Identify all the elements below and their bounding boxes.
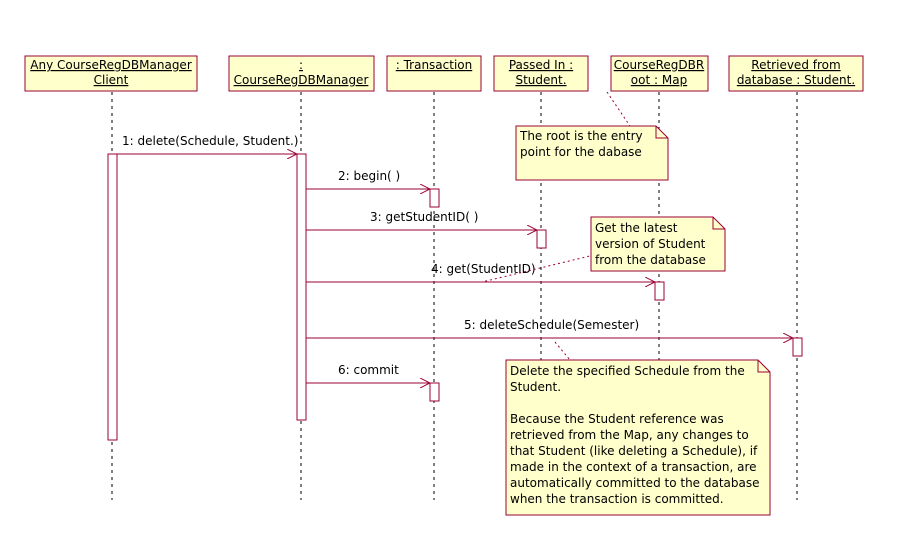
delete-note-line1: Delete the specified Schedule from the: [510, 364, 745, 378]
participant-manager-line2: CourseRegDBManager: [234, 73, 369, 87]
activation-root-map: [654, 281, 665, 301]
activation-manager: [296, 153, 307, 421]
message-5-label: 5: deleteSchedule(Semester): [464, 318, 639, 332]
participant-retrieved-student-line2: database : Student.: [737, 73, 855, 87]
message-1: 1: delete(Schedule, Student.): [117, 134, 298, 154]
latest-note-line1: Get the latest: [595, 221, 678, 235]
latest-note-line2: version of Student: [595, 237, 706, 251]
delete-note-line2: Student.: [510, 380, 561, 394]
delete-note: Delete the specified Schedule from the S…: [505, 359, 771, 516]
activation-passed-student: [536, 229, 547, 249]
participant-client-line1: Any CourseRegDBManager: [30, 58, 192, 72]
message-1-label: 1: delete(Schedule, Student.): [122, 134, 298, 148]
participant-retrieved-student-line1: Retrieved from: [751, 58, 840, 72]
participant-manager-line1: :: [299, 58, 303, 72]
activation-transaction-commit: [429, 382, 440, 402]
participant-root-map: CourseRegDBR oot : Map: [610, 55, 709, 92]
message-4-label: 4: get(StudentID): [431, 262, 536, 276]
participant-client: Any CourseRegDBManager Client: [24, 55, 198, 92]
delete-note-connector: [554, 341, 571, 361]
participant-manager: : CourseRegDBManager: [228, 55, 375, 92]
root-note: The root is the entry point for the daba…: [515, 125, 669, 181]
participant-passed-student-line2: Student.: [515, 73, 566, 87]
activation-retrieved-student: [792, 337, 803, 357]
delete-note-line6: that Student (like deleting a Schedule),…: [510, 444, 758, 458]
participant-transaction: : Transaction: [386, 55, 482, 92]
activations: [107, 153, 803, 441]
delete-note-line5: retrieved from the Map, any changes to: [510, 428, 749, 442]
participant-root-map-line2: oot : Map: [631, 73, 687, 87]
message-2: 2: begin( ): [306, 169, 430, 189]
root-note-connector: [606, 91, 631, 127]
participant-root-map-line1: CourseRegDBR: [614, 58, 705, 72]
participant-passed-student-line1: Passed In :: [509, 58, 573, 72]
message-2-label: 2: begin( ): [338, 169, 400, 183]
root-note-line1: The root is the entry: [519, 129, 643, 143]
participant-transaction-line1: : Transaction: [396, 58, 473, 72]
message-3: 3: getStudentID( ): [306, 210, 537, 230]
participant-client-line2: Client: [94, 73, 129, 87]
latest-note: Get the latest version of Student from t…: [590, 216, 726, 272]
participant-retrieved-student: Retrieved from database : Student.: [728, 55, 864, 92]
delete-note-line8: automatically committed to the database: [510, 476, 760, 490]
delete-note-line4: Because the Student reference was: [510, 412, 724, 426]
message-3-label: 3: getStudentID( ): [370, 210, 478, 224]
latest-note-connector: [481, 254, 595, 283]
message-6-label: 6: commit: [338, 363, 399, 377]
delete-note-line9: when the transaction is committed.: [510, 492, 724, 506]
participant-passed-student: Passed In : Student.: [493, 55, 589, 92]
latest-note-line3: from the database: [595, 253, 706, 267]
activation-client: [107, 153, 118, 441]
delete-note-line7: made in the context of a transaction, ar…: [510, 460, 757, 474]
activation-transaction-begin: [429, 188, 440, 208]
message-4: 4: get(StudentID): [306, 262, 655, 282]
message-6: 6: commit: [306, 363, 430, 383]
message-5: 5: deleteSchedule(Semester): [306, 318, 793, 338]
root-note-line2: point for the dabase: [520, 145, 642, 159]
